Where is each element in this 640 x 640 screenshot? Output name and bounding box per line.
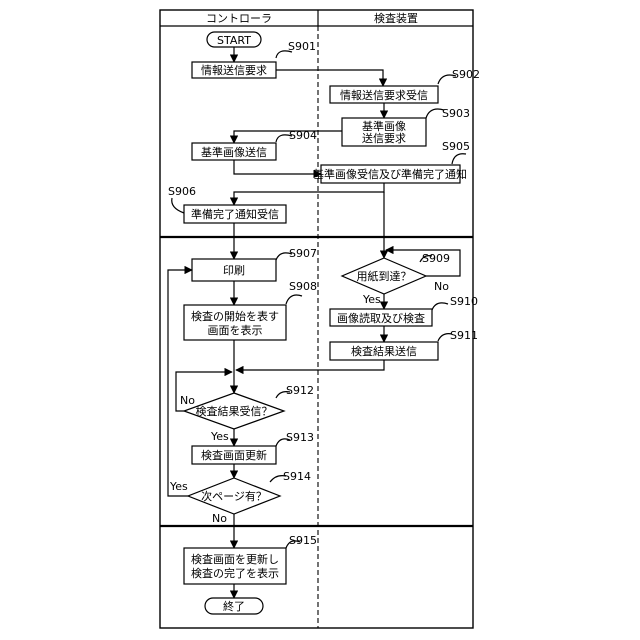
s905-leader (452, 154, 466, 164)
s914-step: S914 (283, 470, 311, 483)
s913-label: 検査画面更新 (201, 448, 267, 462)
s905-step: S905 (442, 140, 470, 153)
s906-label: 準備完了通知受信 (191, 207, 279, 221)
s909-no-label: No (434, 280, 449, 293)
s911-step: S911 (450, 329, 478, 342)
s904-step: S904 (289, 129, 317, 142)
s910-label: 画像読取及び検査 (337, 311, 425, 325)
lane-title-controller: コントローラ (206, 12, 272, 25)
s906-step: S906 (168, 185, 196, 198)
s915-label-line2: 検査の完了を表示 (191, 566, 279, 580)
s909-step: S909 (422, 252, 450, 265)
s903-label-line1: 基準画像 (362, 119, 406, 133)
s903-step: S903 (442, 107, 470, 120)
s904-label: 基準画像送信 (201, 145, 267, 159)
arrow-s904-s905 (234, 160, 321, 174)
s905-label: 基準画像受信及び準備完了通知 (313, 167, 467, 181)
s908-label-line1: 検査の開始を表す (191, 309, 279, 323)
s907-step: S907 (289, 247, 317, 260)
arrow-s901-s902 (276, 70, 383, 86)
s910-step: S910 (450, 295, 478, 308)
end-label: 終了 (223, 599, 245, 613)
s907-label: 印刷 (223, 264, 245, 277)
s911-label: 検査結果送信 (351, 344, 417, 358)
s912-step: S912 (286, 384, 314, 397)
s902-label: 情報送信要求受信 (340, 88, 428, 102)
arrow-s911-s912 (236, 360, 384, 370)
s912-yes-label: Yes (210, 430, 229, 443)
s912-no-label: No (180, 394, 195, 407)
s915-step: S915 (289, 534, 317, 547)
s912-label: 検査結果受信？ (196, 404, 273, 418)
s915-label-line1: 検査画面を更新し (191, 552, 279, 566)
lane-title-inspection-device: 検査装置 (374, 11, 418, 25)
s910-leader (432, 303, 448, 310)
s914-no-label: No (212, 512, 227, 525)
s908-leader (286, 295, 302, 304)
s902-step: S902 (452, 68, 480, 81)
arrow-s914-yes-loop (168, 270, 192, 496)
s903-label-line2: 送信要求 (362, 131, 406, 145)
s913-step: S913 (286, 431, 314, 444)
start-label: START (217, 34, 251, 47)
arrow-s905-s906 (234, 183, 384, 205)
s909-label: 用紙到達？ (357, 269, 412, 283)
s906-leader (172, 198, 184, 213)
s914-yes-label: Yes (169, 480, 188, 493)
s901-label: 情報送信要求 (201, 63, 267, 77)
s909-yes-label: Yes (362, 293, 381, 306)
s908-label-line2: 画面を表示 (208, 323, 263, 337)
s908-step: S908 (289, 280, 317, 293)
s914-label: 次ページ有？ (201, 489, 267, 503)
arrow-s903-s904 (234, 131, 342, 143)
s901-step: S901 (288, 40, 316, 53)
